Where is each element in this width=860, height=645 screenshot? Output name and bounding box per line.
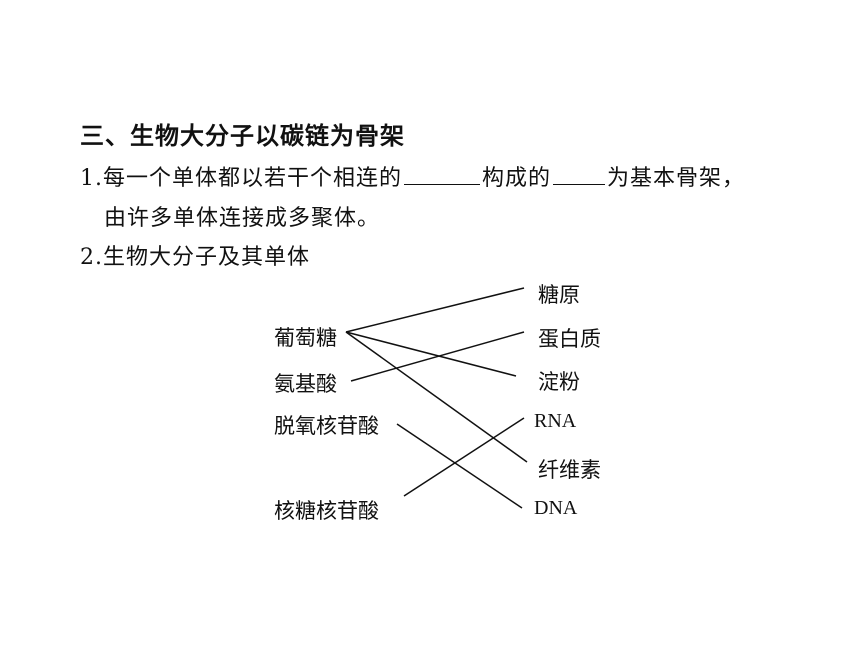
- fill-blank-1: [404, 182, 480, 185]
- section-heading: 三、生物大分子以碳链为骨架: [80, 122, 405, 150]
- link-amino-acid-protein: [350, 331, 525, 382]
- fill-blank-2: [553, 182, 606, 185]
- right-node-starch: 淀粉: [538, 370, 580, 394]
- right-node-cellulose: 纤维素: [538, 458, 601, 482]
- link-deoxynucleotide-dna: [396, 423, 523, 509]
- link-glucose-glycogen: [345, 287, 525, 333]
- left-node-deoxynucleotide: 脱氧核苷酸: [274, 414, 379, 438]
- item-1-line-1: 1.每一个单体都以若干个相连的 构成的 为基本骨架，: [80, 160, 745, 192]
- item-1-text-a: 1.每一个单体都以若干个相连的: [80, 166, 402, 191]
- link-glucose-starch: [345, 331, 517, 377]
- item-1-text-c: 为基本骨架，: [607, 166, 746, 191]
- item-1-line-2: 由许多单体连接成多聚体。: [104, 206, 381, 231]
- item-1-text-b: 构成的: [482, 166, 552, 191]
- left-node-amino-acid: 氨基酸: [274, 372, 337, 396]
- right-node-dna: DNA: [534, 497, 578, 519]
- left-node-ribonucleotide: 核糖核苷酸: [274, 499, 379, 523]
- link-glucose-cellulose: [345, 331, 528, 463]
- right-node-rna: RNA: [534, 410, 577, 432]
- right-node-glycogen: 糖原: [538, 283, 580, 307]
- link-ribonucleotide-rna: [403, 417, 525, 497]
- right-node-protein: 蛋白质: [538, 327, 601, 351]
- item-2-line: 2.生物大分子及其单体: [80, 245, 310, 270]
- left-node-glucose: 葡萄糖: [274, 326, 337, 350]
